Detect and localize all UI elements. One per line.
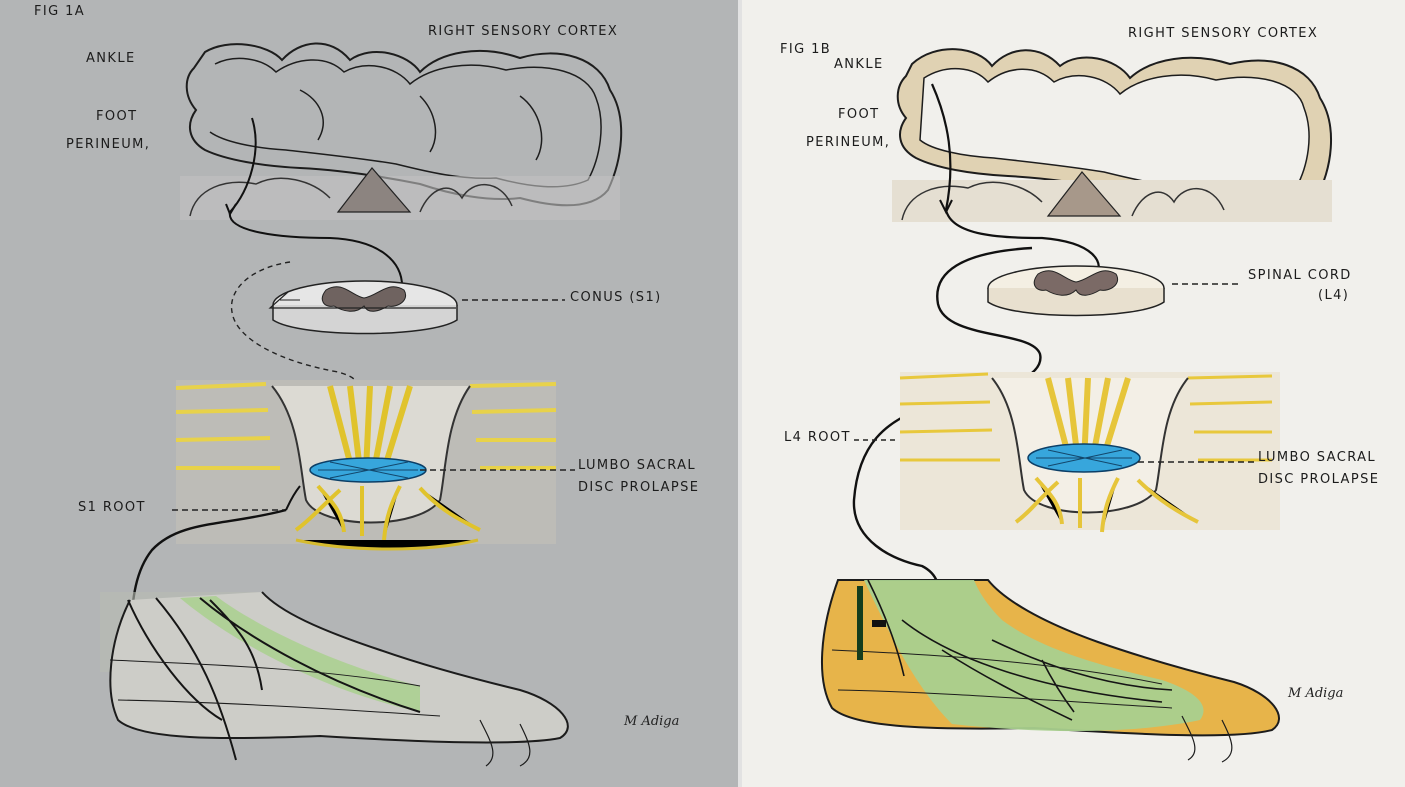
spinal-cord-level-label: (L4) xyxy=(1318,288,1349,303)
fig-1a-label: FIG 1A xyxy=(34,4,85,19)
foot-sketch-a xyxy=(100,592,568,766)
fig-1b-perineum-label: PERINEUM, xyxy=(806,135,890,150)
fig-1b-foot-label: FOOT xyxy=(838,107,879,122)
figure-1b-panel: FIG 1B RIGHT SENSORY CORTEX ANKLE FOOT P… xyxy=(742,0,1405,787)
fig-1b-disc-label-2: DISC PROLAPSE xyxy=(1258,472,1379,487)
figure-1a-panel: FIG 1A RIGHT SENSORY CORTEX ANKLE FOOT P… xyxy=(0,0,738,787)
fig-1a-foot-label: FOOT xyxy=(96,109,137,124)
fig-1a-signature: M Adiga xyxy=(624,714,679,729)
spinal-cord-label: SPINAL CORD xyxy=(1248,268,1352,283)
fig-1b-label: FIG 1B xyxy=(780,42,831,57)
fig-1a-disc-label-2: DISC PROLAPSE xyxy=(578,480,699,495)
fig-1a-ankle-label: ANKLE xyxy=(86,51,136,66)
fig-1a-perineum-label: PERINEUM, xyxy=(66,137,150,152)
fig-1b-disc-label-1: LUMBO SACRAL xyxy=(1258,450,1376,465)
fig-1a-disc-label-1: LUMBO SACRAL xyxy=(578,458,696,473)
fig-1b-title: RIGHT SENSORY CORTEX xyxy=(1128,26,1318,41)
foot-sketch-b xyxy=(822,580,1279,762)
l4-root-label: L4 ROOT xyxy=(784,430,851,445)
s1-root-label: S1 ROOT xyxy=(78,500,146,515)
cortex-gyri-inner xyxy=(210,58,601,186)
fig-1b-signature: M Adiga xyxy=(1288,686,1343,701)
fig-1a-title: RIGHT SENSORY CORTEX xyxy=(428,24,618,39)
fig-1b-ankle-label: ANKLE xyxy=(834,57,884,72)
conus-label: CONUS (S1) xyxy=(570,290,662,305)
